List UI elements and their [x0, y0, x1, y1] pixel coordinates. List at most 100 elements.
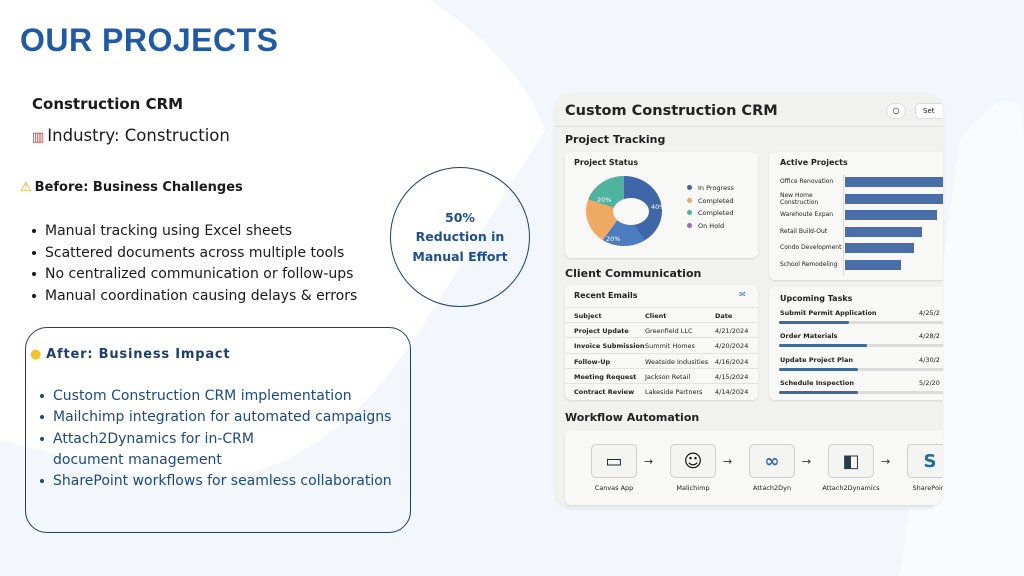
legend-swatch [687, 222, 692, 228]
task-date: 5/2/20 [919, 378, 940, 387]
stat-line2: Manual Effort [412, 248, 508, 264]
task-name: Update Project Plan [780, 355, 854, 364]
before-heading: ⚠Before: Business Challenges [20, 180, 243, 195]
after-list: Custom Construction CRM implementation M… [40, 386, 400, 492]
before-list: Manual tracking using Excel sheets Scatt… [32, 221, 357, 307]
task-date: 4/25/2 [919, 309, 940, 317]
factory-icon: ▥ [32, 130, 45, 145]
legend-item: Completed [687, 209, 733, 217]
industry-line: ▥Industry: Construction [32, 126, 230, 145]
slice-label: 40% [651, 203, 666, 211]
table-cell: Meeting Request [574, 372, 637, 381]
table-header: Subject Client Date [565, 307, 758, 322]
list-item: Mailchimp integration for automated camp… [40, 407, 400, 428]
task-progress-track [779, 390, 943, 394]
crm-screenshot: Custom Construction CRM ○ Set Project Tr… [555, 93, 943, 508]
workflow-card: ▭Canvas App→☺Malichimp→∞Attach2Dyn→◧Atta… [565, 430, 943, 505]
task-name: Schedule Inspection [780, 378, 855, 387]
settings-button[interactable]: Set [915, 103, 943, 119]
project-name: Construction CRM [32, 95, 184, 113]
task-name: Order Materials [780, 332, 838, 341]
project-label: Retail Build-Out [780, 227, 828, 235]
lightbulb-icon: ● [30, 347, 43, 362]
project-label: Warehoute Expan [780, 211, 834, 218]
sharepoint-icon: S [923, 450, 937, 472]
arrow-right-icon: → [723, 455, 733, 468]
task-progress-fill [779, 344, 867, 348]
upcoming-tasks-card: Upcoming Tasks Submit Permit Application… [769, 287, 943, 400]
legend-item: On Hold [687, 222, 724, 230]
legend-label: Completed [698, 196, 734, 205]
list-item: Scattered documents across multiple tool… [32, 243, 357, 265]
stat-circle: 50% Reduction in Manual Effort [390, 167, 530, 307]
canvas-app-icon: ▭ [605, 450, 623, 472]
workflow-label: SharePoint [912, 484, 943, 492]
list-item: Manual tracking using Excel sheets [32, 221, 357, 243]
project-tracking-heading: Project Tracking [565, 133, 666, 146]
stat-line1: Reduction in [415, 229, 505, 245]
task-progress-fill [779, 367, 858, 371]
mail-icon[interactable]: ✉ [739, 290, 746, 299]
legend-label: Completed [698, 209, 734, 217]
workflow-label: Attach2Dynamics [822, 484, 880, 492]
attach2dynamics-node[interactable]: ◧ [828, 444, 874, 478]
refresh-icon[interactable]: ○ [886, 103, 906, 119]
active-projects-title: Active Projects [780, 158, 848, 167]
project-bar [845, 243, 914, 253]
table-cell: Contract Review [574, 388, 635, 397]
mailchimp-node[interactable]: ☺ [670, 444, 716, 478]
attach2dyn-node[interactable]: ∞ [749, 444, 795, 478]
task-date: 4/30/2 [919, 355, 940, 364]
legend-swatch [687, 185, 692, 190]
table-cell: Jackson Retail [645, 372, 691, 381]
project-bar [845, 193, 943, 204]
after-heading: ●After: Business Impact [30, 347, 230, 362]
before-heading-text: Before: Business Challenges [34, 180, 243, 195]
task-name: Submit Permit Application [780, 309, 877, 317]
column-header: Date [715, 312, 733, 320]
industry-text: Industry: Construction [47, 126, 230, 145]
table-cell: Project Update [574, 327, 629, 335]
workflow-label: Attach2Dyn [752, 484, 792, 492]
crm-title: Custom Construction CRM [565, 103, 778, 119]
table-cell: Summit Homes [645, 342, 695, 351]
legend-label: On Hold [698, 221, 725, 230]
table-cell: 4/14/2024 [715, 388, 749, 397]
mailchimp-icon: ☺ [683, 450, 703, 472]
page-title: OUR PROJECTS [20, 22, 279, 58]
task-progress-track [779, 321, 943, 324]
canvas-app-node[interactable]: ▭ [591, 444, 637, 478]
task-progress-fill [779, 321, 849, 324]
column-header: Client [645, 312, 667, 320]
project-status-title: Project Status [574, 158, 639, 167]
legend-item: Completed [687, 197, 733, 205]
list-item: Custom Construction CRM implementation [40, 386, 400, 407]
legend-swatch [687, 197, 692, 203]
client-communication-heading: Client Communication [565, 267, 702, 280]
table-row[interactable]: Meeting Request Jackson Retail 4/15/2024 [565, 367, 758, 383]
stat-value: 50% [445, 209, 475, 225]
table-cell: 4/16/2024 [715, 357, 749, 366]
task-progress-track [779, 344, 943, 348]
task-progress-fill [779, 390, 858, 394]
arrow-right-icon: → [881, 455, 891, 468]
sharepoint-node[interactable]: S [907, 444, 943, 478]
legend-item: In Progress [687, 184, 734, 192]
column-header: Subject [574, 312, 602, 320]
table-cell: Greenfield LLC [645, 327, 693, 335]
task-progress-track [779, 367, 943, 371]
project-label: Condo Development [780, 244, 842, 251]
after-heading-text: After: Business Impact [46, 347, 231, 362]
project-bar [845, 226, 922, 237]
project-label: New Home Construction [780, 191, 819, 207]
upcoming-tasks-title: Upcoming Tasks [780, 294, 853, 303]
project-label: Office Renovation [780, 178, 834, 185]
table-cell: 4/15/2024 [715, 372, 749, 381]
